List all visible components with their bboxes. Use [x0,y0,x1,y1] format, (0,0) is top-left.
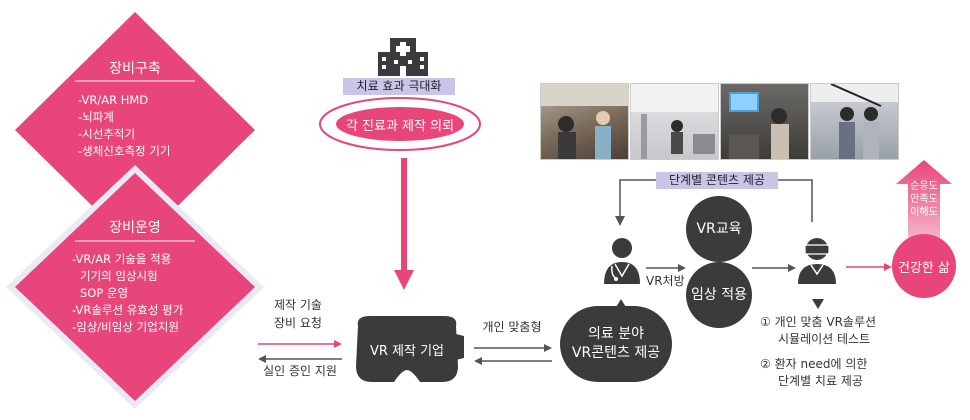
treatment-banner: 치료 효과 극대화 [343,78,455,95]
right-arrow-to-medical [474,338,552,352]
list-item: -VR/AR 기술을 적용 [72,252,172,266]
doctor-icon [602,236,642,284]
photo-3 [720,83,809,160]
equipment-operation-diamond: 장비운영 -VR/AR 기술을 적용 기기의 임상시험 SOP 운영 -VR솔루… [0,165,300,420]
list-item: -VR/AR HMD [78,93,149,107]
vr-education-circle: VR교육 [686,196,752,262]
photo-2 [630,83,719,160]
arrow-to-patient [752,258,796,272]
list-item: -생체신호측정 기기 [78,144,171,158]
list-item: SOP 운영 [80,286,129,300]
vr-company-label: VR 제작 기업 [369,344,445,359]
production-tech-label: 제작 기술 장비 요청 [274,298,322,330]
right-arrow-to-company [258,334,342,348]
up-triangle-icon [615,294,627,309]
healthy-life-circle: 건강한 삶 [892,234,956,298]
improvement-labels: 순응도 만족도 이해도 [910,181,938,218]
clinical-apply-circle: 임상 적용 [686,262,752,328]
hospital-icon [378,38,428,76]
medical-vr-content-circle: 의료 분야 VR콘텐츠 제공 [560,306,672,382]
department-request-label: 각 진료과 제작 의뢰 [345,119,455,134]
stage-banner: 단계별 콘텐츠 제공 [656,172,778,189]
equipment-build-list: -VR/AR HMD -뇌파계 -시선추적기 -생체신호측정 기기 [78,92,170,160]
list-item: -임상/비임상 기업지원 [72,320,179,334]
equipment-build-diamond: 장비구축 -VR/AR HMD -뇌파계 -시선추적기 -생체신호측정 기기 [0,0,300,260]
patient-vr-icon [796,236,838,284]
photo-1 [540,83,629,160]
list-item: -시선추적기 [78,127,136,141]
list-item: -뇌파계 [78,110,114,124]
personalized-label: 개인 맞춤형 [482,320,542,334]
equipment-build-title: 장비구축 [109,61,161,77]
down-triangle-icon [812,294,824,309]
support-label: 실인 증인 지원 [263,364,337,378]
list-item: -VR솔루션 유효성 평가 [72,303,184,317]
equipment-operation-title: 장비운영 [109,220,161,236]
result-item-1: ① 개인 맞춤 VR솔루션 시뮬레이션 테스트 [760,315,877,346]
equipment-operation-list: -VR/AR 기술을 적용 기기의 임상시험 SOP 운영 -VR솔루션 유효성… [72,251,183,336]
left-arrow-from-medical [474,351,552,365]
photo-4 [810,83,899,160]
result-item-2: ② 환자 need에 의한 단계별 치료 제공 [760,357,868,388]
department-request-oval: 각 진료과 제작 의뢰 [318,96,482,152]
vr-company-headset: VR 제작 기업 [348,310,466,390]
left-arrow-from-company [258,349,342,363]
prescription-arrow [646,258,686,272]
list-item: 기기의 임상시험 [80,269,158,283]
improvement-up-arrow: 순응도 만족도 이해도 [894,160,954,240]
down-arrow [394,158,414,290]
arrow-to-healthy-life [846,257,892,271]
vr-prescription-label: VR처방 [646,274,685,288]
